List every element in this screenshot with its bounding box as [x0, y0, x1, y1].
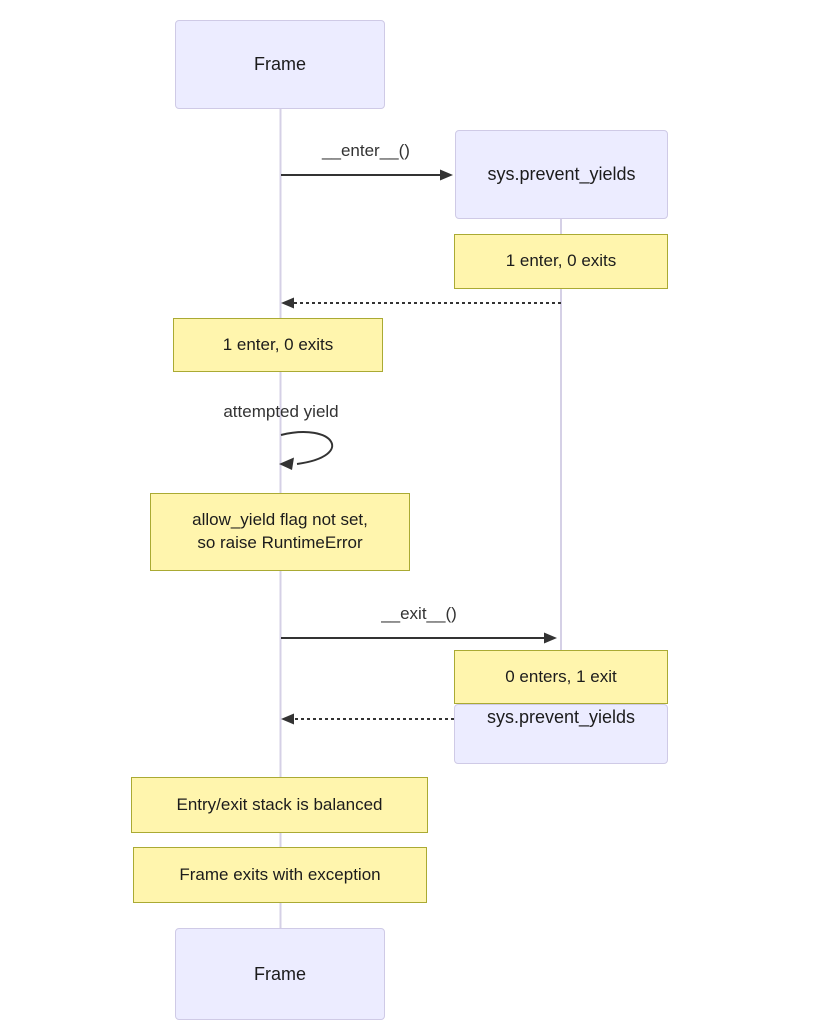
enter-return-arrowhead: [281, 297, 294, 309]
enter-arrowhead: [440, 169, 453, 181]
message-label-attempted-yield: attempted yield: [223, 402, 339, 421]
exit-return-arrowhead: [281, 713, 294, 725]
note-yield-line-2: so raise RuntimeError: [197, 533, 363, 552]
note-yield-runtime-error: allow_yield flag not set, so raise Runti…: [150, 493, 410, 571]
note-left-after-enter: 1 enter, 0 exits: [173, 318, 383, 372]
note-right-after-exit: 0 enters, 1 exit: [454, 650, 668, 704]
actor-box-frame-bottom: Frame: [175, 928, 385, 1020]
actor-box-sys-prevent-yields-bottom: sys.prevent_yields: [454, 704, 668, 764]
note-right-after-enter: 1 enter, 0 exits: [454, 234, 668, 289]
self-loop-arrowhead: [279, 457, 294, 470]
note-yield-line-1: allow_yield flag not set,: [192, 510, 368, 530]
note-stack-balanced: Entry/exit stack is balanced: [131, 777, 428, 833]
exit-arrowhead: [544, 632, 557, 644]
actor-box-sys-prevent-yields-top: sys.prevent_yields: [455, 130, 668, 219]
message-label-enter: __enter__(): [322, 141, 410, 160]
note-frame-exception: Frame exits with exception: [133, 847, 427, 903]
actor-box-frame-top: Frame: [175, 20, 385, 109]
message-label-exit: __exit__(): [381, 604, 457, 623]
self-loop-arc: [280, 431, 333, 465]
